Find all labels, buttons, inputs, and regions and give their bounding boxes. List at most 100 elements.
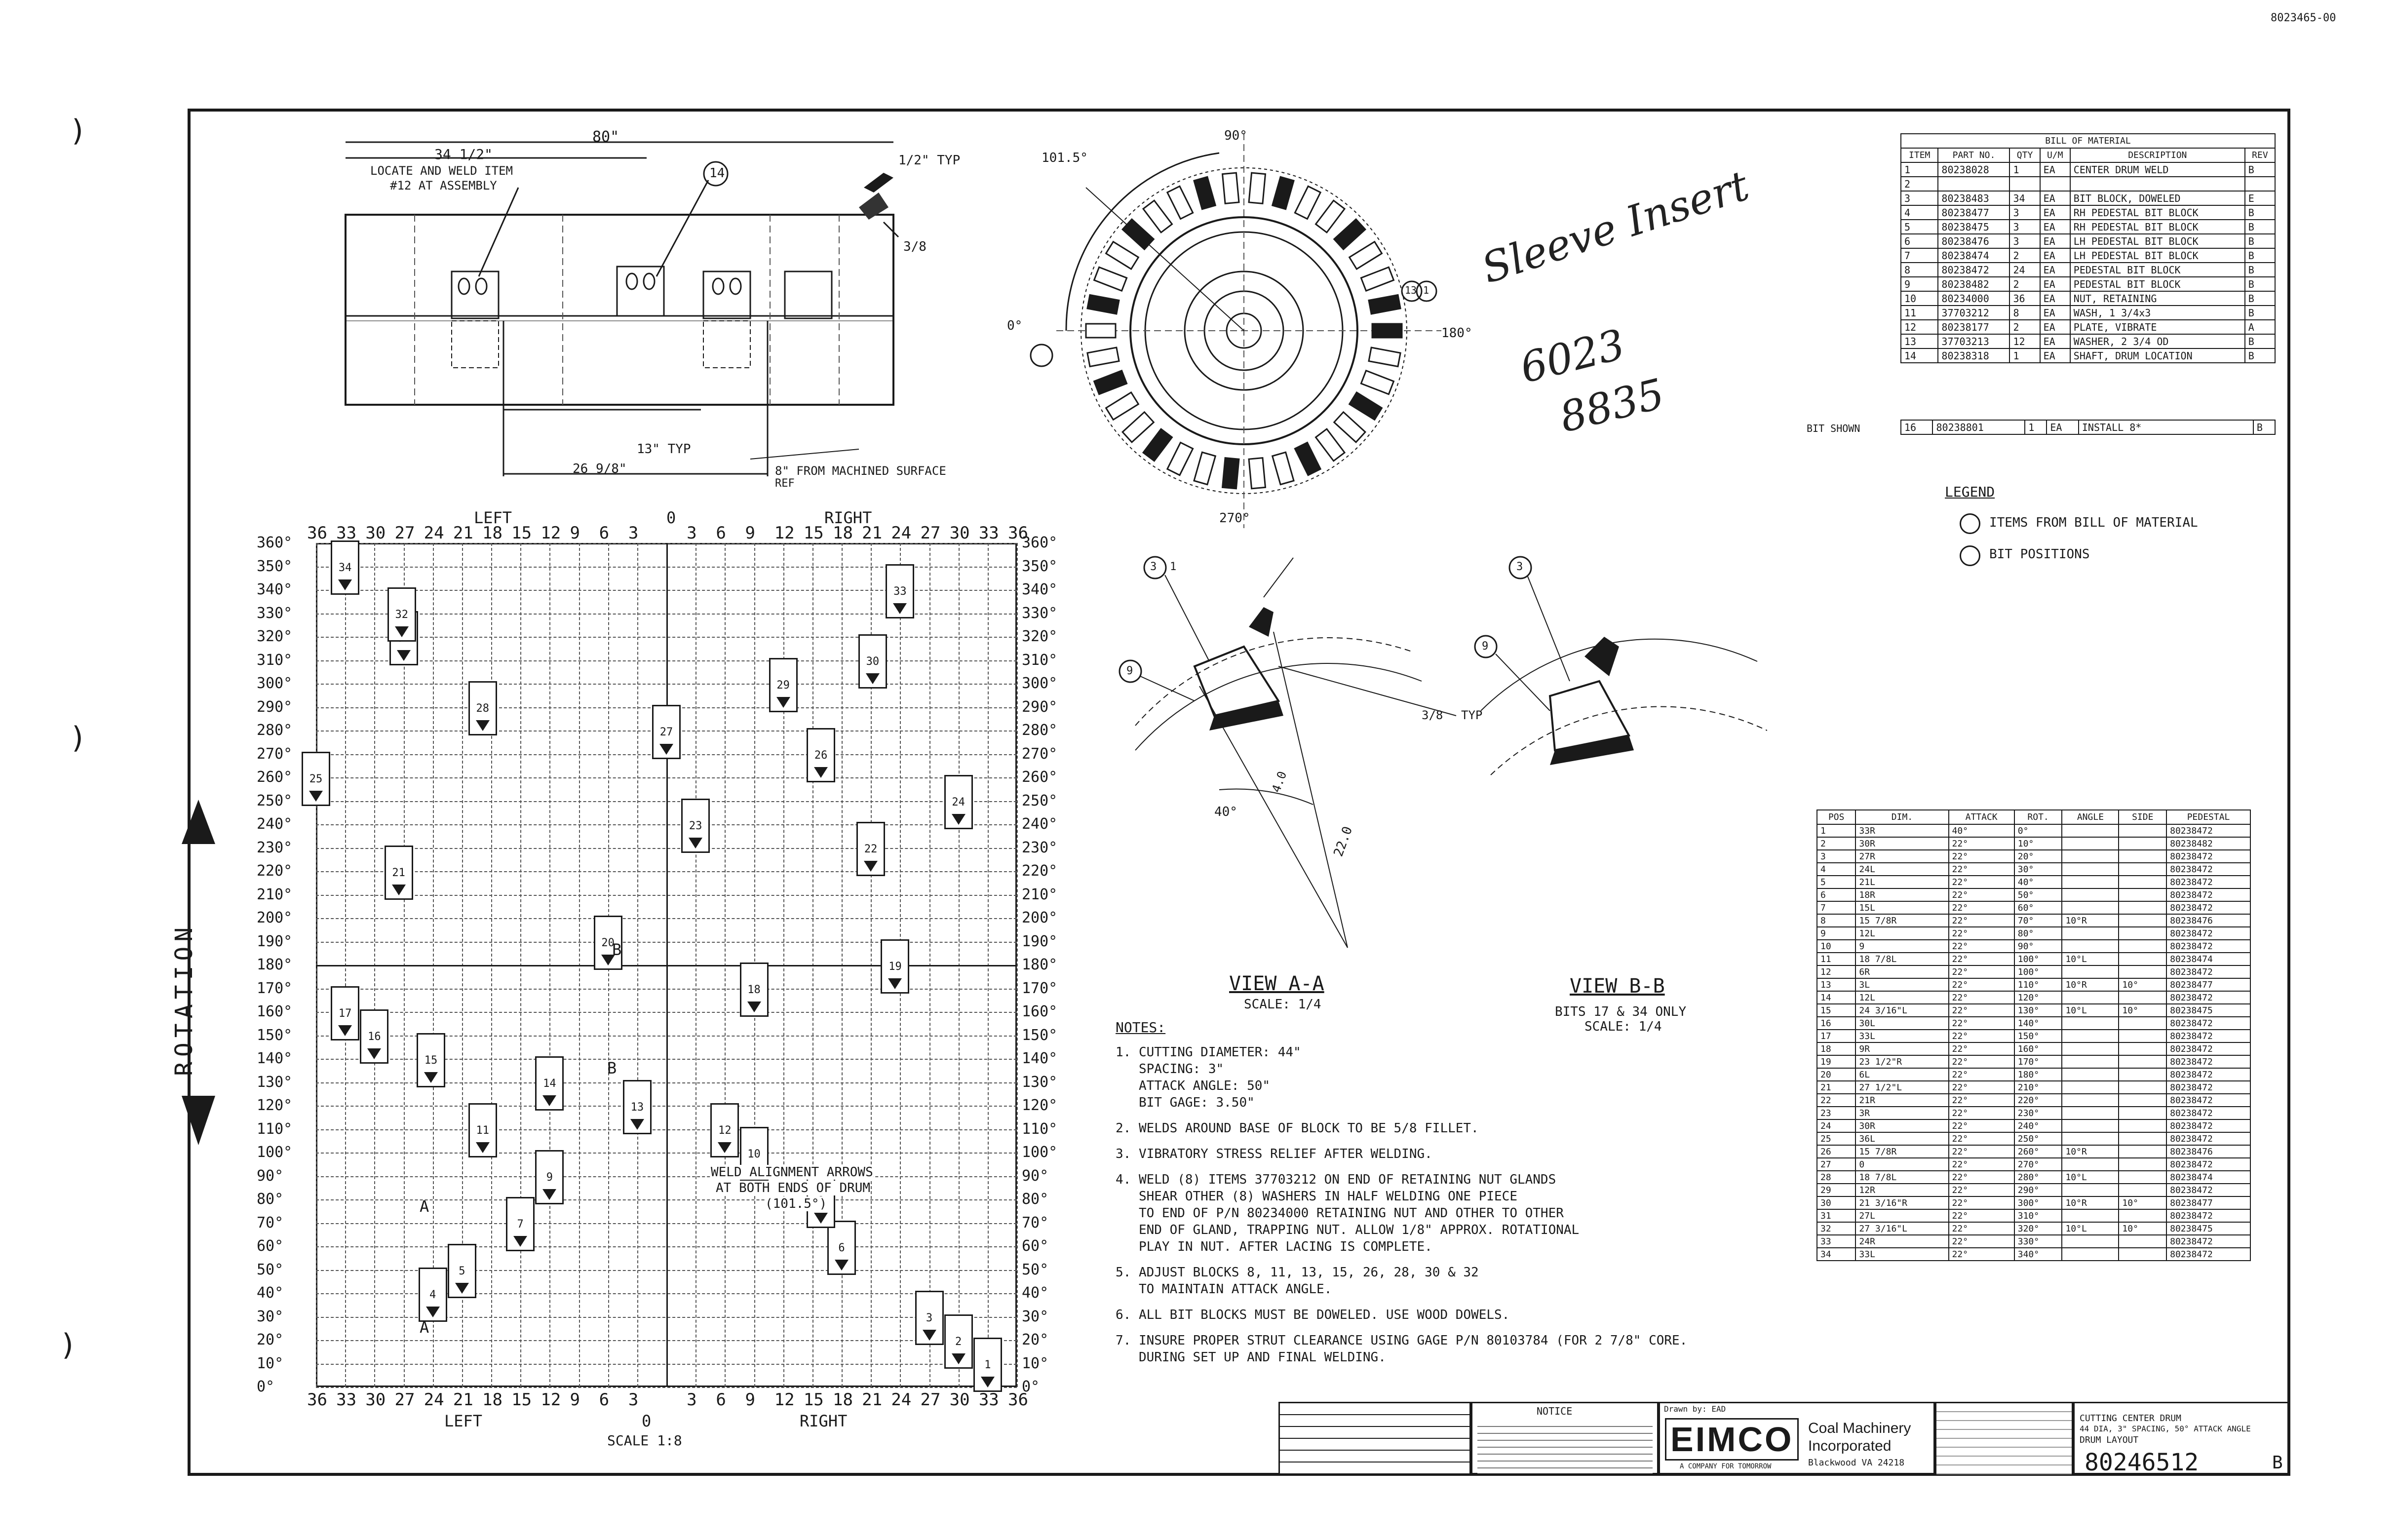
bom-cell: EA — [2039, 219, 2071, 234]
y-tick-label-right: 350° — [1022, 557, 1058, 575]
bit-block: 26 — [807, 728, 836, 782]
wheel-bit — [1360, 266, 1395, 292]
bit-table-cell: 70° — [2013, 914, 2063, 927]
angle-101: 101.5° — [1042, 151, 1088, 165]
y-tick-label-left: 280° — [257, 722, 293, 739]
company-sub: A COMPANY FOR TOMORROW — [1680, 1463, 1772, 1470]
bit-table-cell — [2118, 991, 2167, 1004]
wheel-bit — [1368, 346, 1401, 368]
bit-table-cell: 22° — [1948, 1132, 2015, 1146]
bit-table-cell: 15 7/8R — [1855, 1145, 1949, 1158]
bom-cell: 37703212 — [1937, 305, 2010, 320]
notice-text — [1477, 1420, 1653, 1473]
bit-table-cell: 80238472 — [2166, 1132, 2251, 1146]
bom-cell: EA — [2039, 262, 2071, 277]
bit-block-tip — [718, 1142, 732, 1153]
bit-table-cell: 8 — [1816, 914, 1856, 927]
bom-extra-part: 80238801 — [1932, 420, 2026, 435]
bit-table-cell: 260° — [2013, 1145, 2063, 1158]
y-tick-label-left: 240° — [257, 815, 293, 833]
x-tick-label: 15 — [511, 1390, 532, 1410]
rotation-arrow-down — [182, 1096, 215, 1145]
x-tick-label: 33 — [336, 1390, 357, 1410]
weld-note-line3: (101.5°) — [765, 1196, 827, 1211]
weld-symbol: 1/2" TYP — [898, 153, 961, 168]
bom-extra-row: 16 80238801 1 EA INSTALL 8* B — [1900, 420, 2276, 435]
x-tick-label: 15 — [803, 1390, 824, 1410]
view-bb: 3 9 — [1461, 548, 1768, 824]
bit-table-cell — [2118, 1042, 2167, 1056]
layout-bottom-zero: 0 — [642, 1412, 652, 1430]
y-tick-label-right: 50° — [1022, 1261, 1049, 1278]
bit-table-cell: 3R — [1855, 1106, 1949, 1120]
bit-table-cell: 30R — [1855, 1119, 1949, 1133]
y-tick-label-right: 120° — [1022, 1097, 1058, 1114]
bit-table-cell: 10°L — [2061, 1003, 2120, 1017]
bit-table-cell: 30° — [2013, 862, 2063, 876]
bit-table-cell: 22 — [1816, 1093, 1856, 1107]
x-tick-label: 3 — [628, 523, 639, 543]
bit-block: 12 — [710, 1103, 739, 1157]
bit-block-tip — [394, 626, 409, 637]
bit-table-cell: 15L — [1855, 901, 1949, 915]
x-tick-label: 36 — [1008, 523, 1028, 543]
legend-bit-circle — [1960, 545, 1980, 566]
layout-top-zero: 0 — [666, 508, 676, 527]
view-aa-title: VIEW A-A — [1229, 972, 1324, 995]
bom-cell: EA — [2039, 334, 2071, 349]
bit-table-cell: 160° — [2013, 1042, 2063, 1056]
bit-table-cell: 27 1/2"L — [1855, 1080, 1949, 1094]
y-tick-label-left: 210° — [257, 886, 293, 903]
bit-block-number: 29 — [776, 679, 790, 692]
bit-table-cell: 90° — [2013, 939, 2063, 953]
bit-table-cell: 80238474 — [2166, 1170, 2251, 1184]
x-tick-label: 21 — [453, 1390, 473, 1410]
x-tick-label: 18 — [833, 1390, 853, 1410]
bit-table-cell: 150° — [2013, 1029, 2063, 1043]
bit-table-cell: 80238482 — [2166, 837, 2251, 850]
bit-table-cell — [2061, 1106, 2120, 1120]
bom-cell: 80238318 — [1937, 348, 2010, 363]
y-tick-label-right: 80° — [1022, 1191, 1049, 1208]
bit-table-cell — [2118, 939, 2167, 953]
x-tick-label: 9 — [745, 1390, 755, 1410]
notes: NOTES: 1. CUTTING DIAMETER: 44" SPACING:… — [1116, 1019, 1787, 1385]
bit-table-cell: 12L — [1855, 991, 1949, 1004]
note-line: 5. ADJUST BLOCKS 8, 11, 13, 15, 26, 28, … — [1116, 1265, 1479, 1280]
legend: LEGEND ITEMS FROM BILL OF MATERIAL BIT P… — [1935, 484, 2280, 582]
view-aa-callout-9: 9 — [1126, 665, 1133, 677]
bom-extra-item: 16 — [1900, 420, 1933, 435]
bit-block-tip — [893, 603, 907, 614]
bom-cell: BIT BLOCK, DOWELED — [2069, 191, 2245, 206]
bit-table-cell: 18 7/8L — [1855, 1170, 1949, 1184]
drawing-rev: B — [2272, 1453, 2283, 1473]
bom-cell: B — [2244, 262, 2276, 277]
sheet-border — [188, 109, 2290, 1476]
x-tick-label: 6 — [716, 523, 726, 543]
bit-table-cell: 100° — [2013, 965, 2063, 979]
bit-table-header: POS DIM. ATTACK ROT. ANGLE SIDE PEDESTAL — [1816, 809, 2251, 825]
bom-header-row: ITEM PART NO. QTY U/M DESCRIPTION REV — [1900, 148, 2276, 163]
section-a-upper: A — [420, 1197, 429, 1216]
bom-cell: 1 — [2009, 162, 2041, 177]
note-line: 3. VIBRATORY STRESS RELIEF AFTER WELDING… — [1116, 1147, 1432, 1161]
bom-cell: 10 — [1900, 291, 1939, 306]
bit-table-cell: 22° — [1948, 837, 2015, 850]
y-tick-label-left: 360° — [257, 534, 293, 551]
x-tick-label: 18 — [482, 523, 502, 543]
bit-table-cell: 290° — [2013, 1183, 2063, 1197]
bit-table-cell — [2118, 837, 2167, 850]
bit-table-cell: 80238472 — [2166, 1247, 2251, 1261]
bit-table-cell: 40° — [2013, 875, 2063, 889]
bit-table-cell — [2118, 862, 2167, 876]
bom-cell — [1937, 176, 2010, 192]
bom-cell: NUT, RETAINING — [2069, 291, 2245, 306]
bit-table-cell: 80238472 — [2166, 824, 2251, 838]
x-tick-label: 3 — [687, 523, 697, 543]
